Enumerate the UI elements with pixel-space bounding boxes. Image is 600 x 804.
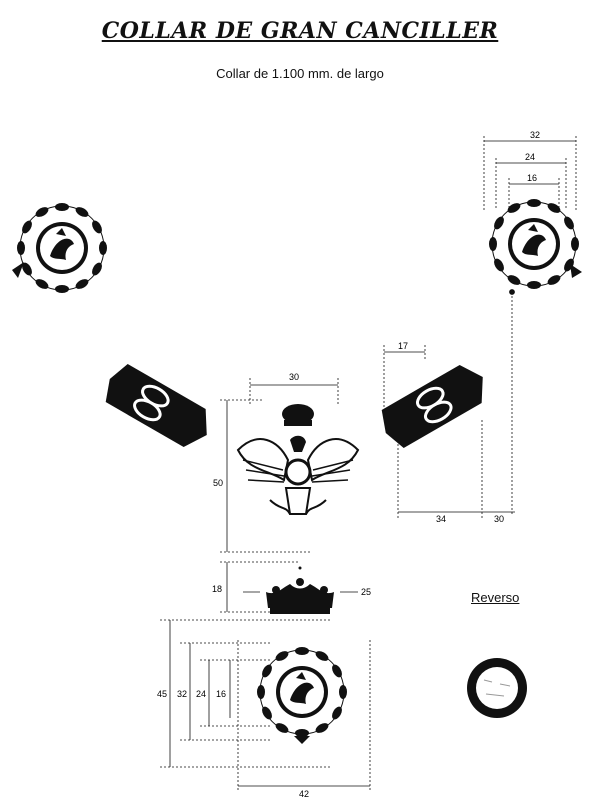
wreath-bottom-medal [257, 647, 347, 744]
reverse-label: Reverso [471, 590, 520, 605]
dimension-eagle [220, 378, 339, 553]
page-subtitle: Collar de 1.100 mm. de largo [216, 66, 384, 81]
reverse-ring [467, 658, 527, 718]
dim-medal-outer: 45 [157, 689, 167, 699]
collar-link-left [105, 363, 207, 448]
dim-top-right-inner: 16 [527, 173, 537, 183]
dimension-bottom-medal [160, 619, 371, 792]
dimension-top-right [483, 136, 577, 515]
crown-emblem [266, 566, 334, 614]
dim-eagle-height: 50 [213, 478, 223, 488]
dim-top-right-mid: 24 [525, 152, 535, 162]
page-title: COLLAR DE GRAN CANCILLER [101, 18, 499, 44]
dim-medal-24: 24 [196, 689, 206, 699]
dim-crown-height: 18 [212, 584, 222, 594]
dim-eagle-width: 30 [289, 372, 299, 382]
dim-medal-16: 16 [216, 689, 226, 699]
collar-link-right [381, 364, 483, 449]
wreath-top-right [489, 199, 582, 289]
dim-top-right-outer: 32 [530, 130, 540, 140]
dim-link-length: 34 [436, 514, 446, 524]
dim-crown-width: 25 [361, 587, 371, 597]
wreath-top-left [12, 203, 107, 293]
eagle-emblem [236, 404, 360, 515]
dim-link-gap: 30 [494, 514, 504, 524]
dim-medal-32: 32 [177, 689, 187, 699]
dim-link-offset: 17 [398, 341, 408, 351]
dim-medal-width: 42 [299, 789, 309, 799]
dimension-right-link [383, 345, 515, 518]
dimension-crown [220, 561, 358, 613]
